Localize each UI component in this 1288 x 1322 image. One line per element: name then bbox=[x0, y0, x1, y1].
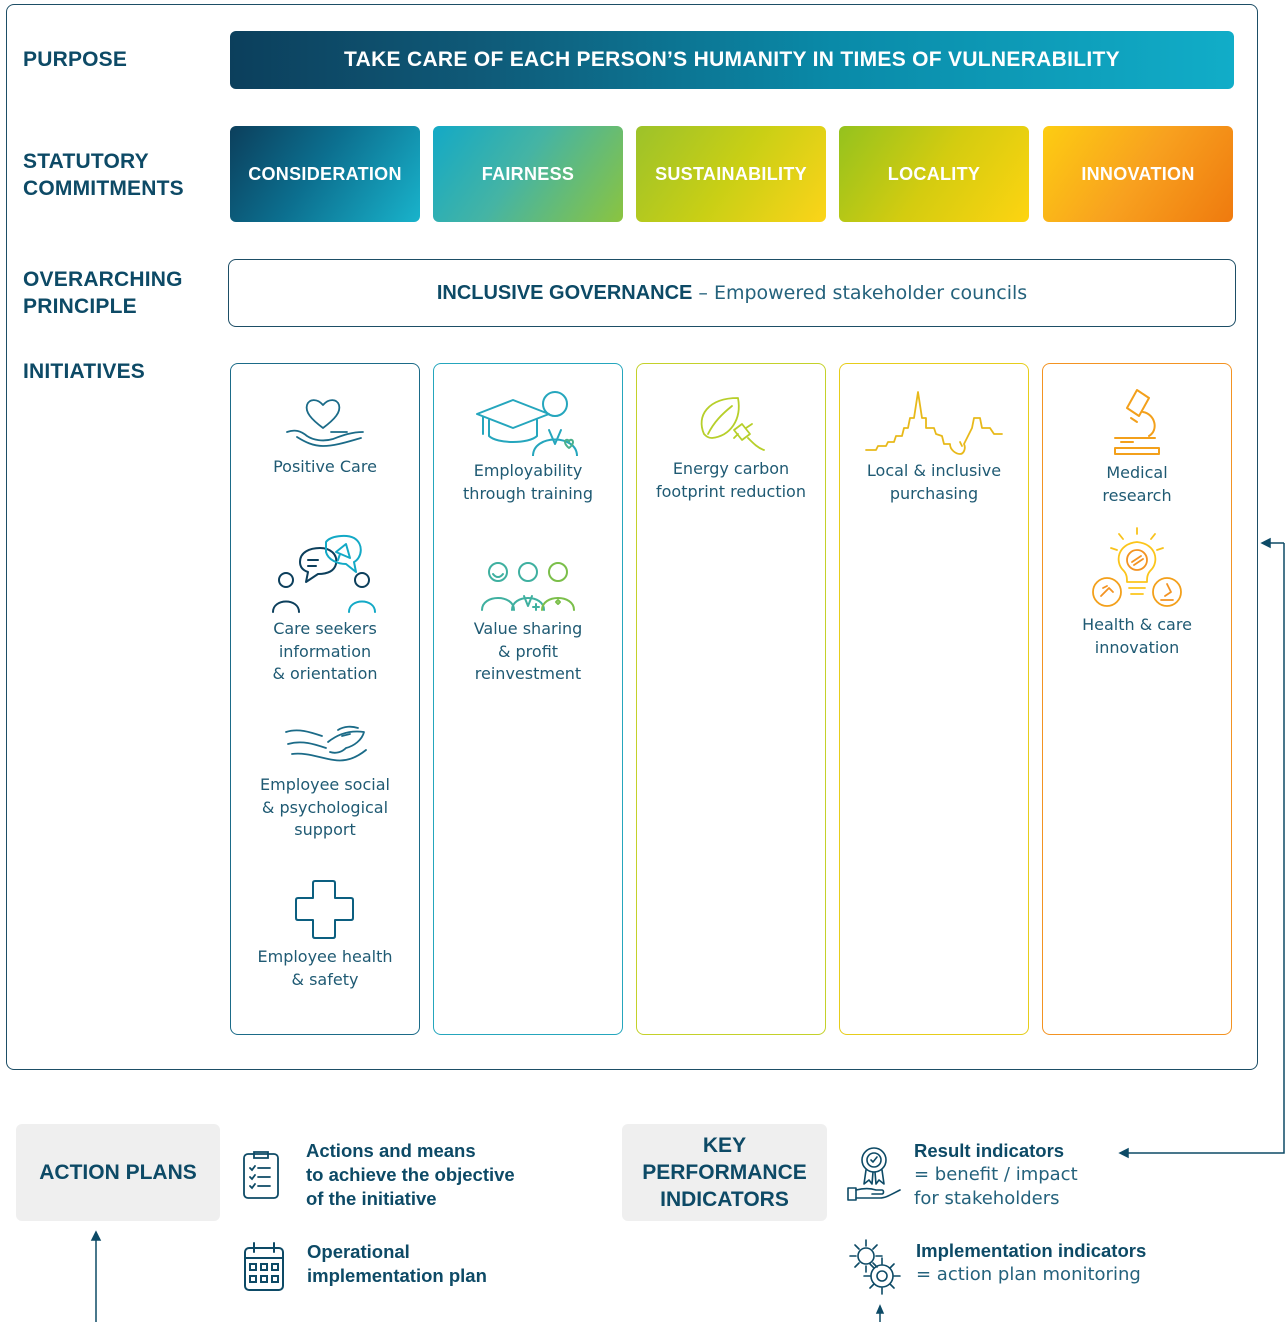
initiative-label: Medical research bbox=[1102, 463, 1172, 505]
commitment-sustainability: SUSTAINABILITY bbox=[636, 126, 826, 222]
initiative-label: Employee social & psychological support bbox=[260, 775, 390, 839]
initiative-value-sharing: Value sharing & profit reinvestment bbox=[434, 560, 622, 686]
heart-hand-icon bbox=[286, 399, 364, 447]
initiative-label: Employability through training bbox=[463, 461, 593, 503]
microscope-icon bbox=[1114, 389, 1160, 455]
principle-box: INCLUSIVE GOVERNANCE – Empowered stakeho… bbox=[228, 259, 1236, 327]
action-plans-item-2: Operational implementation plan bbox=[307, 1241, 487, 1286]
initiative-label: Local & inclusive purchasing bbox=[866, 461, 1002, 503]
lightbulb-innovation-icon bbox=[1092, 527, 1182, 607]
initiative-care-seekers: Care seekers information & orientation bbox=[231, 534, 419, 686]
calendar-icon bbox=[244, 1242, 284, 1291]
purpose-banner: TAKE CARE OF EACH PERSON’S HUMANITY IN T… bbox=[230, 31, 1234, 89]
initiative-positive-care: Positive Care bbox=[231, 392, 419, 479]
action-plans-item-1: Actions and means to achieve the objecti… bbox=[306, 1140, 515, 1209]
framework-frame bbox=[6, 4, 1258, 1070]
commitment-locality: LOCALITY bbox=[839, 126, 1029, 222]
leaf-plug-icon bbox=[700, 397, 765, 451]
team-people-icon bbox=[481, 562, 575, 611]
principle-description: – Empowered stakeholder councils bbox=[698, 282, 1028, 304]
city-skyline-icon bbox=[865, 391, 1003, 455]
initiative-health-care-innovation: Health & care innovation bbox=[1043, 526, 1231, 659]
initiative-employee-support: Employee social & psychological support bbox=[231, 722, 419, 842]
principle-title: INCLUSIVE GOVERNANCE bbox=[436, 281, 693, 304]
commitment-innovation: INNOVATION bbox=[1043, 126, 1233, 222]
initiative-label: Employee health & safety bbox=[257, 947, 393, 989]
checklist-icon bbox=[243, 1151, 279, 1199]
caring-hand-icon bbox=[285, 725, 367, 762]
initiatives-label: INITIATIVES bbox=[23, 360, 145, 383]
initiative-label: Energy carbon footprint reduction bbox=[656, 459, 806, 501]
initiative-local-purchasing: Local & inclusive purchasing bbox=[840, 388, 1028, 505]
initiatives-column-innovation: Medical research Health & care innovatio… bbox=[1042, 363, 1232, 1035]
initiatives-column-consideration: Positive Care Care seekers information &… bbox=[230, 363, 420, 1035]
award-hand-icon bbox=[847, 1147, 901, 1201]
overarching-principle-label: OVERARCHING PRINCIPLE bbox=[23, 268, 183, 318]
initiative-label: Health & care innovation bbox=[1082, 615, 1192, 657]
medical-cross-icon bbox=[295, 880, 354, 939]
implementation-indicators-legend: Implementation indicators = action plan … bbox=[916, 1240, 1147, 1285]
initiative-label: Care seekers information & orientation bbox=[272, 619, 378, 683]
initiatives-column-fairness: Employability through training Value sha… bbox=[433, 363, 623, 1035]
initiative-employability: Employability through training bbox=[434, 390, 622, 505]
initiative-label: Value sharing & profit reinvestment bbox=[473, 619, 583, 683]
initiative-energy-carbon: Energy carbon footprint reduction bbox=[637, 394, 825, 503]
purpose-label: PURPOSE bbox=[23, 48, 128, 71]
initiative-employee-health: Employee health & safety bbox=[231, 878, 419, 991]
initiatives-column-sustainability: Energy carbon footprint reduction bbox=[636, 363, 826, 1035]
commitment-fairness: FAIRNESS bbox=[433, 126, 623, 222]
people-speech-bubbles-icon bbox=[272, 534, 376, 613]
gears-icon bbox=[849, 1239, 901, 1295]
result-indicators-legend: Result indicators = benefit / impact for… bbox=[914, 1140, 1078, 1209]
statutory-commitments-label: STATUTORY COMMITMENTS bbox=[23, 150, 184, 200]
kpi-box: KEY PERFORMANCE INDICATORS bbox=[622, 1124, 827, 1221]
graduation-doctor-icon bbox=[476, 391, 578, 456]
action-plans-box: ACTION PLANS bbox=[16, 1124, 220, 1221]
commitment-consideration: CONSIDERATION bbox=[230, 126, 420, 222]
initiative-label: Positive Care bbox=[273, 457, 377, 476]
initiative-medical-research: Medical research bbox=[1043, 386, 1231, 507]
initiatives-column-locality: Local & inclusive purchasing bbox=[839, 363, 1029, 1035]
